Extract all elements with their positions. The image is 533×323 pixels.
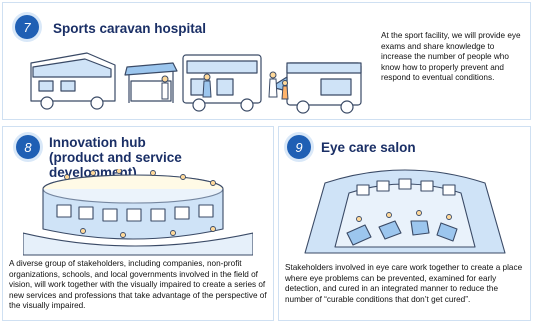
- eye-care-salon-illustration: [304, 169, 506, 254]
- section-title-line-1: Innovation hub: [49, 135, 146, 150]
- section-title: Sports caravan hospital: [53, 21, 207, 36]
- section-eye-care-salon: 9 Eye care salon: [278, 126, 531, 321]
- section-number-badge: 9: [287, 135, 311, 159]
- section-description: A diverse group of stakeholders, includi…: [9, 259, 267, 311]
- innovation-hub-illustration: [23, 169, 253, 256]
- section-sports-caravan-hospital: 7 Sports caravan hospital: [2, 2, 531, 120]
- section-description: At the sport facility, we will provide e…: [381, 31, 521, 83]
- caravan-vehicles-illustration: [30, 52, 362, 114]
- section-description: Stakeholders involved in eye care work t…: [285, 263, 523, 304]
- section-number-badge: 8: [16, 135, 40, 159]
- section-number-badge: 7: [15, 15, 39, 39]
- section-title: Eye care salon: [321, 140, 416, 155]
- section-innovation-hub: 8 Innovation hub (product and service de…: [2, 126, 274, 321]
